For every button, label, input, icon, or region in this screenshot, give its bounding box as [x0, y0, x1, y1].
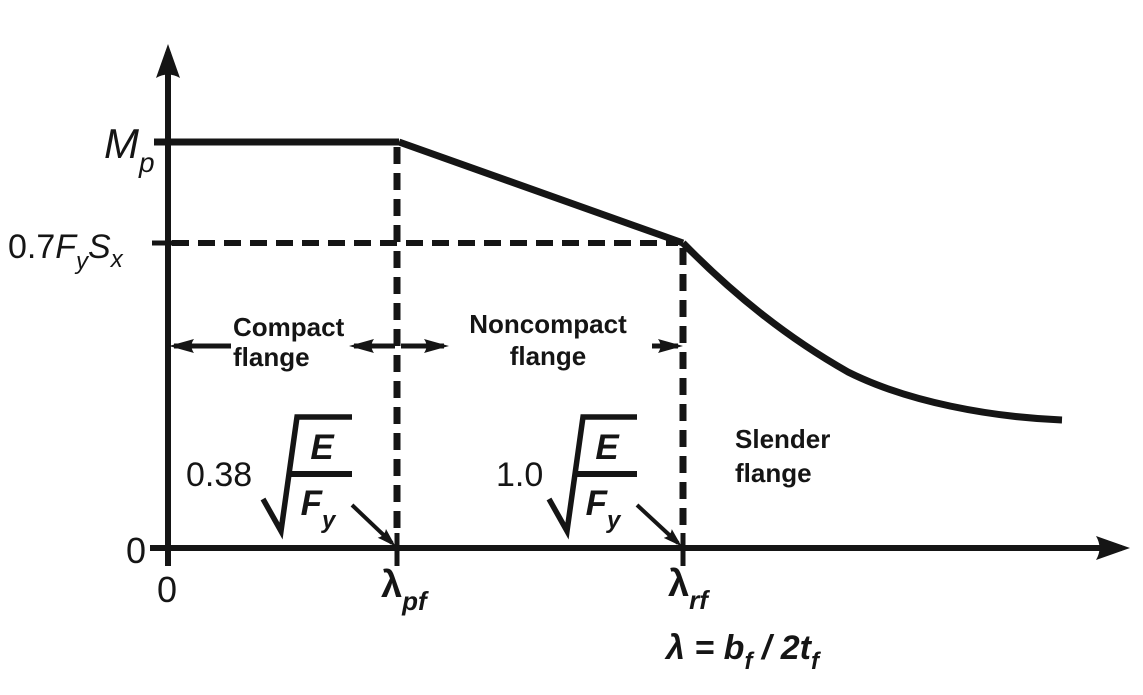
formula-pf-coef: 0.38 — [186, 456, 252, 494]
x-axis-title: λ = bf / 2tf — [664, 629, 821, 675]
x-tick-label-lambda-pf: λpf — [381, 564, 429, 616]
shape-layer — [150, 44, 1130, 566]
region-label-slender-line1: Slender — [735, 424, 830, 454]
radical-pf-hook — [260, 414, 352, 540]
formula-pf-denominator: Fy — [301, 484, 337, 534]
region-label-noncompact-line2: flange — [510, 341, 587, 371]
region-label-noncompact-line1: Noncompact — [469, 309, 627, 339]
y-tick-label-mp: Mp — [104, 120, 155, 178]
curve-linear-decline — [397, 138, 685, 247]
formula-rf-denominator: Fy — [586, 484, 622, 534]
leader-lambda-rf — [635, 503, 682, 547]
x-tick-label-zero: 0 — [157, 569, 177, 610]
formula-rf-numerator: E — [595, 428, 620, 467]
radical-rf-hook — [546, 414, 637, 540]
region-label-compact-line1: Compact — [233, 312, 345, 342]
region-label-slender-line2: flange — [735, 458, 812, 488]
y-tick-label-07fysx: 0.7FySx — [8, 228, 124, 275]
y-tick-label-zero: 0 — [126, 530, 146, 571]
formula-rf-coef: 1.0 — [496, 456, 543, 494]
curve-slender-tail — [680, 240, 1063, 424]
x-tick-label-lambda-rf: λrf — [668, 563, 710, 615]
region-label-compact-line2: flange — [233, 342, 310, 372]
leader-lambda-pf — [350, 503, 396, 547]
formula-pf-numerator: E — [310, 428, 335, 467]
